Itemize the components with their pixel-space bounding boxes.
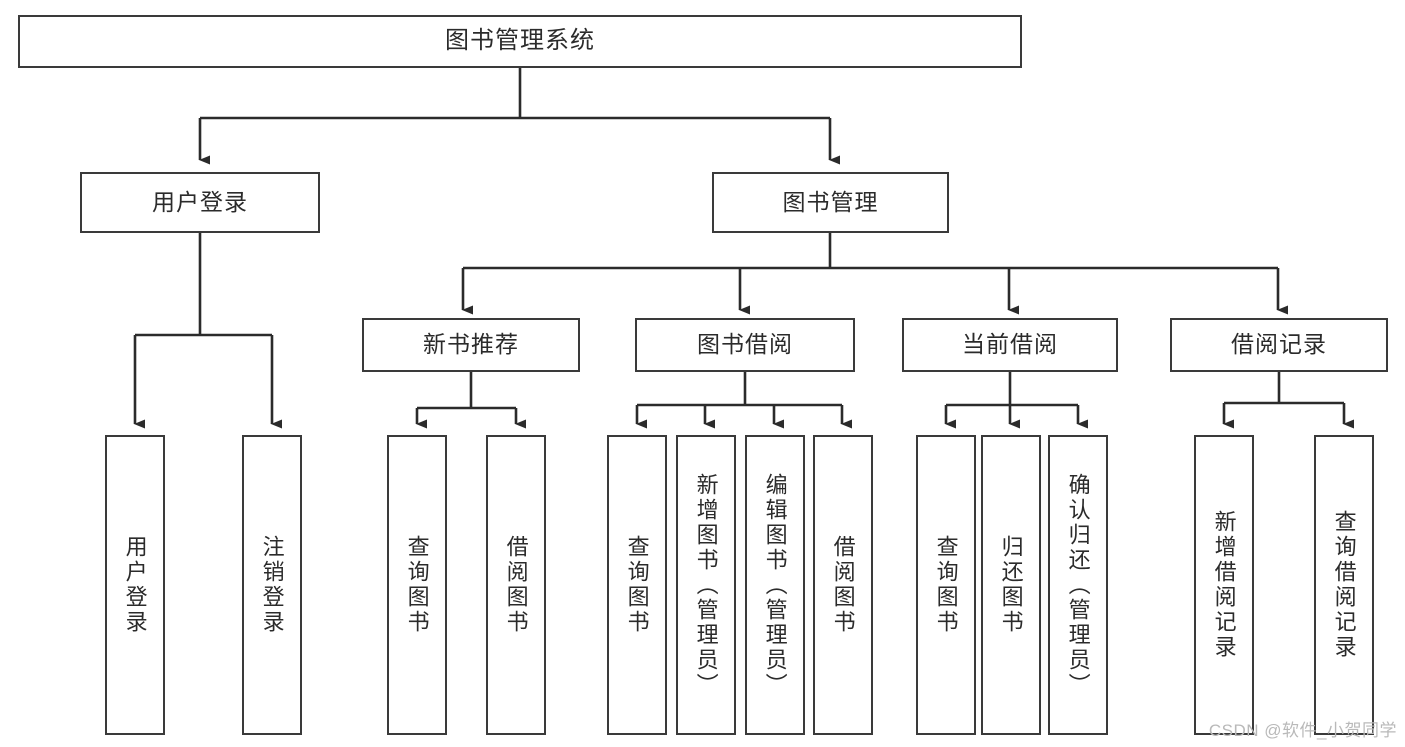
- node-book-borrow-label: 图书借阅: [697, 331, 793, 358]
- leaf-add-record[interactable]: 新增借阅记录: [1194, 435, 1254, 735]
- leaf-edit-book[interactable]: 编辑图书（管理员）: [745, 435, 805, 735]
- leaf-query-record[interactable]: 查询借阅记录: [1314, 435, 1374, 735]
- leaf-query-book-1-label: 查询图书: [404, 535, 430, 635]
- leaf-borrow-book-1-label: 借阅图书: [503, 535, 529, 635]
- node-borrow-record-label: 借阅记录: [1231, 331, 1327, 358]
- leaf-user-login-label: 用户登录: [122, 535, 148, 635]
- leaf-query-record-label: 查询借阅记录: [1331, 510, 1357, 660]
- leaf-logout[interactable]: 注销登录: [242, 435, 302, 735]
- leaf-borrow-book-1[interactable]: 借阅图书: [486, 435, 546, 735]
- leaf-return-book[interactable]: 归还图书: [981, 435, 1041, 735]
- node-book-manage-label: 图书管理: [782, 188, 879, 215]
- leaf-borrow-book-2[interactable]: 借阅图书: [813, 435, 873, 735]
- leaf-logout-label: 注销登录: [259, 535, 285, 635]
- node-book-borrow[interactable]: 图书借阅: [635, 318, 855, 372]
- leaf-edit-book-label: 编辑图书（管理员）: [762, 472, 788, 698]
- leaf-query-book-2-label: 查询图书: [624, 535, 650, 635]
- leaf-borrow-book-2-label: 借阅图书: [830, 535, 856, 635]
- leaf-add-book[interactable]: 新增图书（管理员）: [676, 435, 736, 735]
- node-book-manage[interactable]: 图书管理: [712, 172, 949, 233]
- leaf-query-book-1[interactable]: 查询图书: [387, 435, 447, 735]
- leaf-query-book-2[interactable]: 查询图书: [607, 435, 667, 735]
- node-user-login[interactable]: 用户登录: [80, 172, 320, 233]
- node-new-book-rec-label: 新书推荐: [423, 331, 519, 358]
- leaf-return-book-label: 归还图书: [998, 535, 1024, 635]
- node-new-book-rec[interactable]: 新书推荐: [362, 318, 580, 372]
- leaf-add-record-label: 新增借阅记录: [1211, 510, 1237, 660]
- node-user-login-label: 用户登录: [152, 188, 248, 215]
- node-current-borrow-label: 当前借阅: [962, 331, 1058, 358]
- csdn-watermark: CSDN @软件_小贺同学: [1208, 721, 1397, 740]
- node-root-label: 图书管理系统: [445, 27, 595, 55]
- leaf-confirm-return-label: 确认归还（管理员）: [1065, 472, 1091, 698]
- leaf-confirm-return[interactable]: 确认归还（管理员）: [1048, 435, 1108, 735]
- leaf-query-book-3[interactable]: 查询图书: [916, 435, 976, 735]
- leaf-user-login[interactable]: 用户登录: [105, 435, 165, 735]
- leaf-query-book-3-label: 查询图书: [933, 535, 959, 635]
- node-borrow-record[interactable]: 借阅记录: [1170, 318, 1388, 372]
- leaf-add-book-label: 新增图书（管理员）: [693, 472, 719, 698]
- node-root[interactable]: 图书管理系统: [18, 15, 1022, 68]
- node-current-borrow[interactable]: 当前借阅: [902, 318, 1118, 372]
